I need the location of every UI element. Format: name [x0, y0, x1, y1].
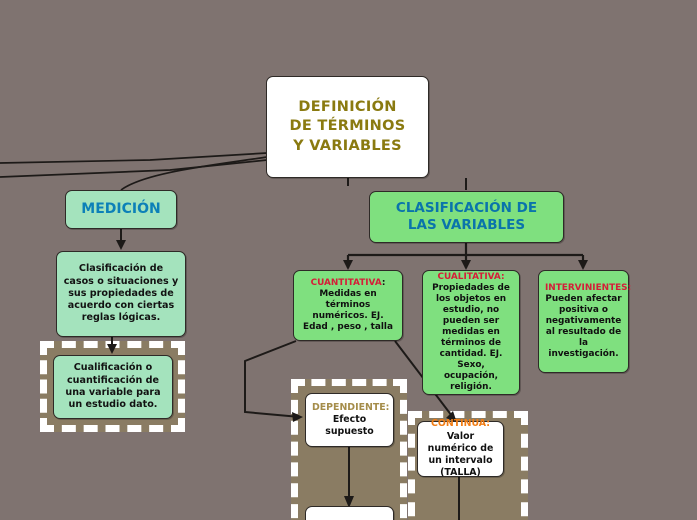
medicion-title: MEDICIÓN: [81, 200, 161, 217]
cualitativa-keyword: CUALITATIVA:: [437, 271, 505, 282]
arrowhead: [343, 260, 353, 270]
clasificacion-line-2: LAS VARIABLES: [407, 217, 526, 233]
node-root-definicion[interactable]: DEFINICIÓN DE TÉRMINOS Y VARIABLES: [266, 76, 429, 178]
root-line-3: Y VARIABLES: [293, 137, 402, 154]
continua-keyword: CONTINUA:: [431, 418, 490, 430]
intervinientes-keyword: INTERVINIENTES:: [545, 282, 632, 293]
medicion-descripcion-text: Clasificación de casos o situaciones y s…: [63, 263, 179, 324]
root-line-2: DE TÉRMINOS: [289, 118, 406, 135]
node-clasificacion-variables[interactable]: CLASIFICACIÓN DE LAS VARIABLES: [369, 191, 564, 243]
node-intervinientes[interactable]: INTERVINIENTES: Pueden afectar positiva …: [538, 270, 632, 373]
cuantitativa-text: Medidas en términos numéricos. EJ. Edad …: [303, 288, 393, 333]
cualitativa-text: Propiedades de los objetos en estudio, n…: [432, 282, 510, 393]
arrowhead: [116, 240, 126, 250]
node-medicion[interactable]: MEDICIÓN: [65, 190, 177, 229]
node-partial-bottom[interactable]: [305, 506, 394, 520]
node-continua[interactable]: CONTINUA: Valor numérico de un intervalo…: [417, 418, 504, 479]
node-cualitativa[interactable]: CUALITATIVA: Propiedades de los objetos …: [422, 270, 520, 395]
root-line-1: DEFINICIÓN: [298, 99, 397, 116]
arrowhead: [461, 260, 471, 270]
cualificacion-text: Cualificación o cuantificación de una va…: [65, 362, 161, 411]
dependiente-text: Efecto supuesto: [325, 413, 374, 438]
cuantitativa-keyword: CUANTITATIVA: [310, 277, 382, 288]
node-cualificacion[interactable]: Cualificación o cuantificación de una va…: [53, 355, 173, 419]
intervinientes-text: Pueden afectar positiva o negativamente …: [545, 293, 622, 360]
dependiente-keyword: DEPENDIENTE:: [312, 401, 390, 413]
continua-text: Valor numérico de un intervalo (TALLA): [427, 430, 494, 479]
node-medicion-descripcion[interactable]: Clasificación de casos o situaciones y s…: [56, 251, 186, 337]
clasificacion-line-1: CLASIFICACIÓN DE: [395, 200, 538, 217]
node-cuantitativa[interactable]: CUANTITATIVA: Medidas en términos numéri…: [293, 270, 403, 341]
node-dependiente[interactable]: DEPENDIENTE: Efecto supuesto: [305, 393, 394, 447]
cuantitativa-separator: :: [381, 277, 386, 288]
arrowhead: [578, 260, 588, 270]
